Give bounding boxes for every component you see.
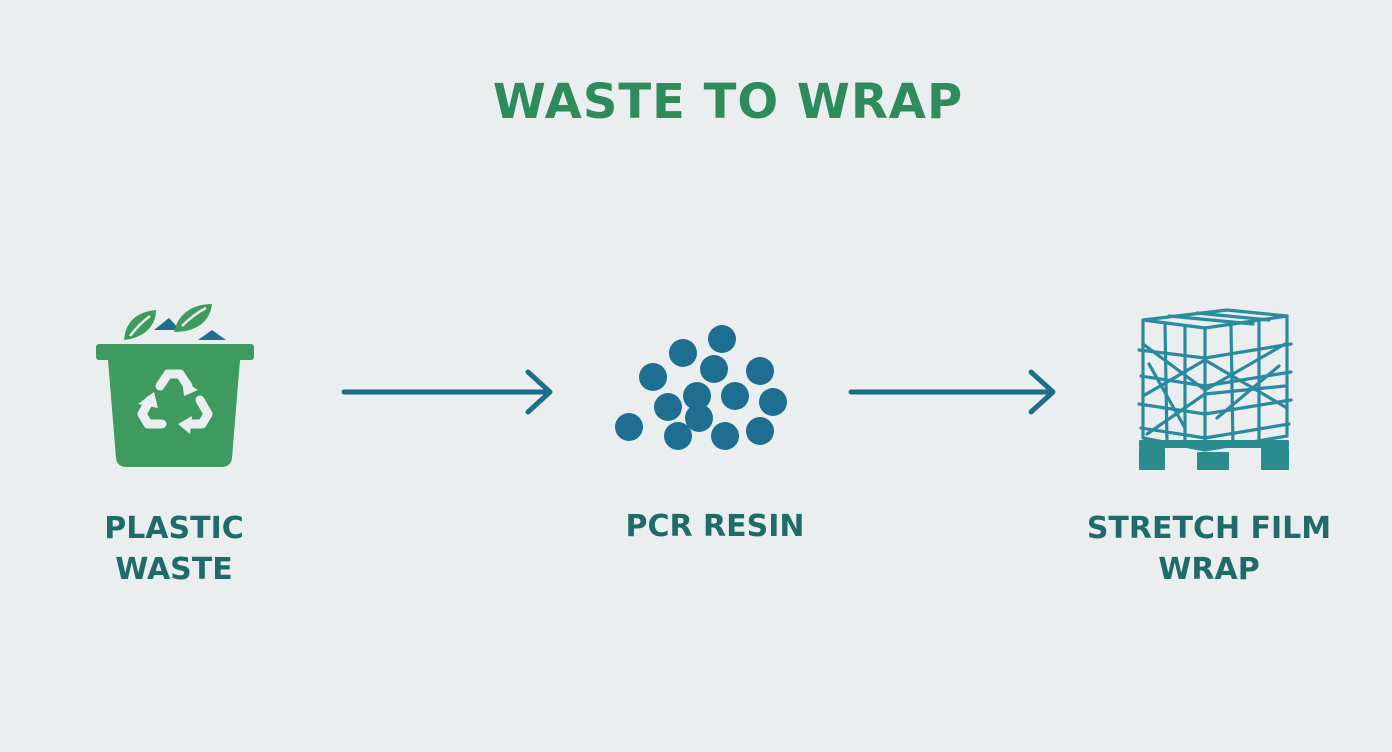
pellets-icon: [615, 325, 787, 450]
wrapped-pallet-icon: [1137, 308, 1293, 470]
stage-pcr-resin: PCR RESIN: [600, 318, 830, 547]
arrow-right-icon: [848, 369, 1056, 415]
stage-label-stretch-film-wrap: STRETCH FILM WRAP: [1086, 511, 1332, 587]
stage-label-pcr-resin: PCR RESIN: [625, 509, 805, 544]
stage-plastic-waste: PLASTIC WASTE: [74, 296, 274, 590]
arrow-right-icon: [341, 369, 553, 415]
recycle-bin-icon: [96, 304, 254, 467]
stage-label-plastic-waste: PLASTIC WASTE: [104, 511, 244, 587]
stage-stretch-film-wrap: STRETCH FILM WRAP: [1080, 304, 1338, 590]
diagram-title: WASTE TO WRAP: [492, 74, 964, 130]
